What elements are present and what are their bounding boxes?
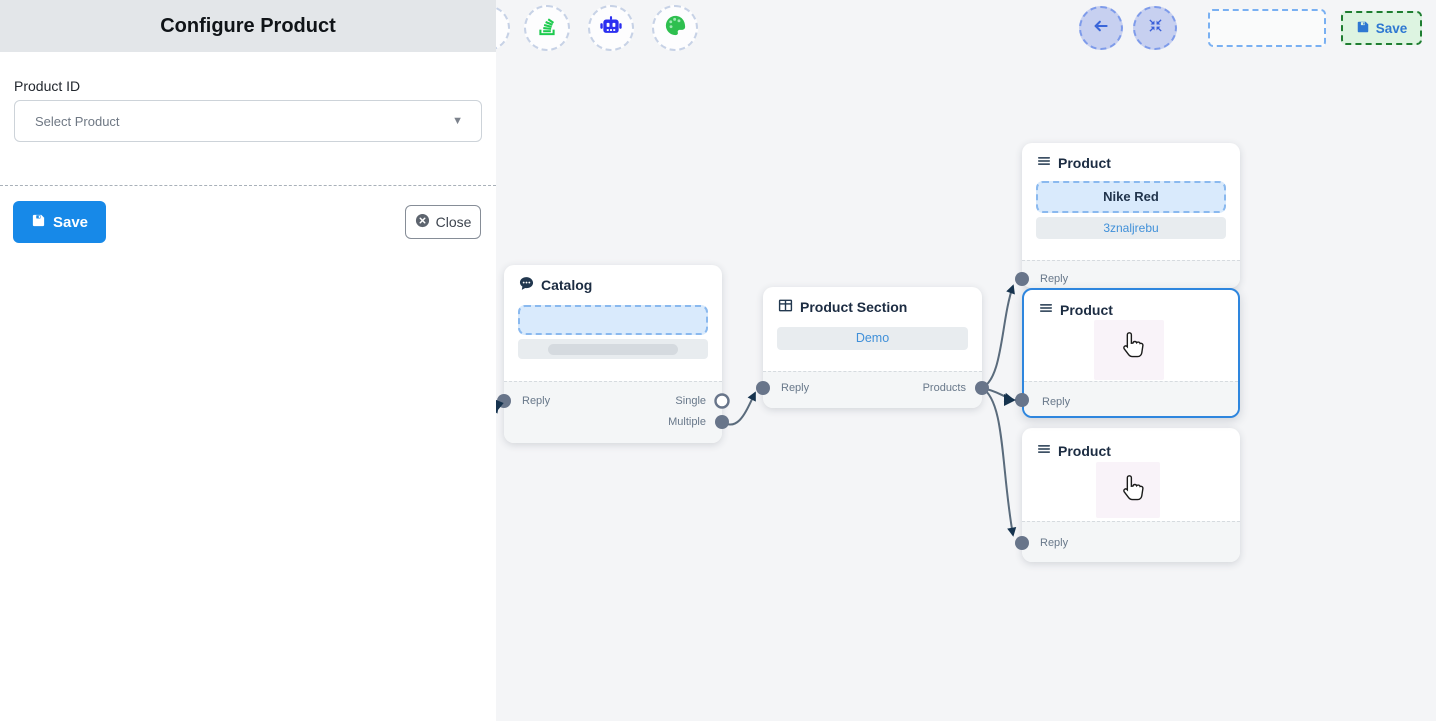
handle-label-reply: Reply (1040, 537, 1069, 549)
canvas-save-button[interactable]: Save (1341, 11, 1422, 45)
fit-view-button[interactable] (1133, 6, 1177, 50)
page-title: Configure Product (160, 14, 336, 37)
chat-bubble-icon (519, 276, 534, 294)
arrowhead-product2 (1004, 394, 1016, 406)
handle-label-reply: Reply (1042, 396, 1071, 408)
edge-products-to-product2 (981, 387, 1014, 402)
product-id-field[interactable]: 3znaljrebu (1036, 217, 1226, 239)
back-button[interactable] (1079, 6, 1123, 50)
toolbar-button-bot[interactable] (588, 5, 634, 51)
node-header: Product Section (778, 298, 907, 316)
flow-canvas[interactable]: Save Catalog Reply Single Multiple (496, 0, 1436, 721)
back-arrow-icon (1092, 17, 1110, 40)
product-name-field[interactable]: Nike Red (1036, 181, 1226, 213)
node-footer (1022, 260, 1240, 288)
node-footer (1022, 521, 1240, 562)
menu-icon (1037, 154, 1051, 171)
node-catalog[interactable]: Catalog Reply Single Multiple (504, 265, 722, 443)
handle-label-multiple: Multiple (668, 416, 706, 428)
edge-multiple-to-section (721, 391, 756, 426)
handle-label-reply: Reply (781, 382, 810, 394)
table-icon (778, 298, 793, 316)
hand-cursor-icon (1118, 330, 1146, 363)
node-header: Product (1039, 301, 1113, 318)
hand-cursor-icon (1118, 473, 1146, 506)
toolbar-button-theme[interactable] (652, 5, 698, 51)
config-panel: Configure Product Product ID Select Prod… (0, 0, 496, 721)
panel-header: Configure Product (0, 0, 496, 52)
node-product-1[interactable]: Product Nike Red 3znaljrebu Reply (1022, 143, 1240, 288)
menu-icon (1039, 301, 1053, 318)
node-title: Product Section (800, 299, 908, 315)
toolbar-empty-slot[interactable] (1208, 9, 1326, 47)
node-title: Product (1060, 301, 1113, 318)
handle-label-reply: Reply (1040, 273, 1069, 285)
node-header: Catalog (519, 276, 592, 294)
save-button-label: Save (52, 213, 89, 231)
node-header: Product (1037, 154, 1111, 171)
section-demo-button[interactable]: Demo (777, 327, 968, 350)
chevron-down-icon: ▼ (452, 115, 463, 127)
handle-label-products: Products (922, 382, 966, 394)
node-footer (504, 381, 722, 443)
node-title: Catalog (541, 277, 593, 293)
fit-view-icon (1147, 17, 1164, 39)
select-placeholder: Select Product (35, 113, 120, 129)
catalog-selected-field[interactable] (518, 305, 708, 335)
floppy-icon (31, 213, 46, 232)
catalog-blurred-field[interactable] (518, 339, 708, 359)
panel-divider (0, 185, 496, 186)
handle-label-reply: Reply (522, 395, 551, 407)
menu-icon (1037, 442, 1051, 459)
toolbar-button-hidden[interactable] (496, 5, 510, 51)
node-product-section[interactable]: Product Section Demo Reply Products (763, 287, 982, 408)
blurred-text (548, 344, 678, 355)
save-button[interactable]: Save (13, 201, 106, 243)
node-title: Product (1058, 442, 1111, 459)
node-title: Product (1058, 154, 1111, 171)
close-button-label: Close (435, 214, 472, 230)
product-select[interactable]: Select Product ▼ (14, 100, 482, 142)
toolbar-button-stack[interactable] (524, 5, 570, 51)
palette-icon (664, 14, 687, 42)
edge-incoming-catalog (496, 403, 500, 414)
robot-icon (599, 14, 623, 43)
close-icon (415, 213, 430, 231)
canvas-save-label: Save (1375, 20, 1408, 36)
handle-label-single: Single (675, 395, 706, 407)
floppy-icon (1356, 20, 1370, 37)
node-footer (763, 371, 982, 408)
edge-products-to-product3 (981, 387, 1017, 537)
node-footer (1024, 381, 1238, 416)
stack-icon (536, 15, 558, 42)
product-id-label: Product ID (14, 78, 81, 94)
node-header: Product (1037, 442, 1111, 459)
edge-products-to-product1 (981, 284, 1015, 389)
close-button[interactable]: Close (405, 205, 481, 239)
